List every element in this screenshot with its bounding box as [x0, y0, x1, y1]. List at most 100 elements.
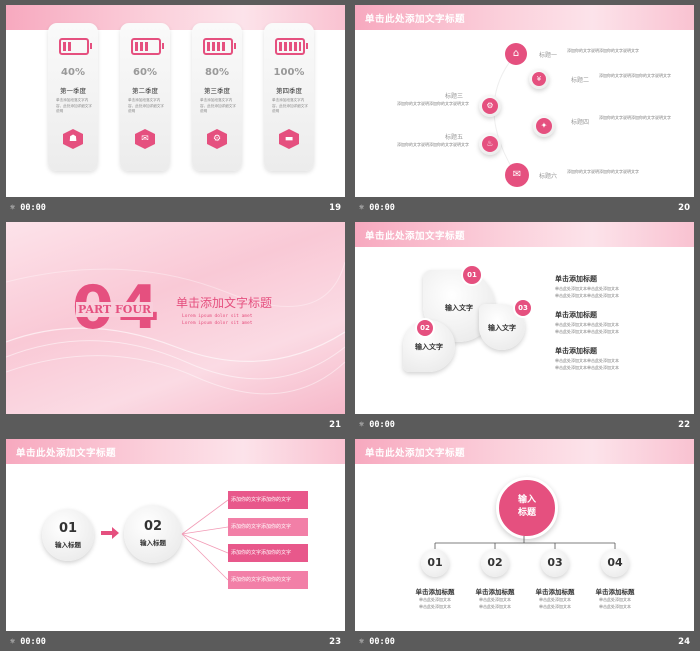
- slide-footer: ☼ 00:00 23: [6, 632, 345, 651]
- node-line: 单击此处添加文本: [479, 604, 511, 609]
- slide-time: ☼ 00:00: [359, 637, 395, 647]
- card-description: 单击添加段落文字内容，此处添加详细文字说明: [56, 98, 92, 113]
- battery-icon: [275, 38, 308, 55]
- slide-time: ☼ 00:00: [10, 637, 46, 647]
- item-text-4: 添加你的文字说明添加你的文字说明文字: [599, 115, 671, 120]
- step-circle-2: 02 输入标题: [124, 505, 182, 563]
- slide-footer: ☼ 00:00 19: [6, 198, 345, 217]
- node-title: 单击添加标题: [415, 588, 455, 596]
- slide-23-cell[interactable]: 单击此处添加文字标题 01 输入标题 02 输入标题 添加你的文字添加你的文字 …: [6, 439, 345, 651]
- percent-label: 40%: [61, 67, 85, 78]
- header-title: 单击此处添加文字标题: [365, 231, 466, 242]
- node-04: 04: [601, 549, 629, 577]
- percent-label: 80%: [205, 67, 229, 78]
- node-title: 单击添加标题: [535, 588, 575, 596]
- lorem-line-2: Lorem ipsum dolor sit amet: [182, 321, 253, 326]
- step-circle-1: 01 输入标题: [42, 509, 94, 561]
- card-description: 单击添加段落文字内容，此处添加详细文字说明: [272, 98, 308, 113]
- lightbulb-icon: ✦: [536, 118, 552, 134]
- quarter-label: 第四季度: [276, 87, 302, 95]
- text-bar-3: 添加你的文字添加你的文字: [228, 544, 308, 562]
- section-line: 单击此处添加文本单击此处添加文本: [555, 358, 619, 363]
- header-title: 单击此处添加文字标题: [16, 448, 117, 459]
- item-title-6: 标题六: [539, 173, 558, 180]
- node-5: ♨: [479, 133, 501, 155]
- item-text-1: 添加你的文字说明添加你的文字说明文字: [567, 48, 639, 53]
- step-label: 输入标题: [140, 539, 166, 547]
- node-4: ✦: [533, 115, 555, 137]
- slide-24[interactable]: 单击此处添加文字标题 输入 标题 01 02 03 04 单击添加标题 单击此处…: [355, 439, 694, 631]
- badge-01: 01: [461, 264, 483, 286]
- node-title: 单击添加标题: [595, 588, 635, 596]
- item-title-4: 标题四: [571, 119, 590, 126]
- node-line: 单击此处添加文本: [539, 604, 571, 609]
- slide-20-cell[interactable]: 单击此处添加文字标题 ⌂ ¥ ⚙ ✦ ♨ ✉ 标题一 添加你的文字说明添加你的文…: [355, 5, 694, 217]
- card-description: 单击添加段落文字内容，此处添加详细文字说明: [128, 98, 164, 113]
- battery-card-4: 100% 第四季度 单击添加段落文字内容，此处添加详细文字说明 ▬: [264, 23, 314, 171]
- box-label: 输入文字: [445, 304, 473, 312]
- section-title-2: 单击添加标题: [555, 311, 597, 319]
- slide-footer: 21: [6, 415, 345, 434]
- slide-number: 22: [678, 420, 690, 430]
- battery-icon: [59, 38, 92, 55]
- step-number: 01: [58, 521, 78, 536]
- slide-number: 19: [329, 203, 341, 213]
- quarter-label: 第一季度: [60, 87, 86, 95]
- node-line: 单击此处添加文本: [419, 597, 451, 602]
- header-title: 单击此处添加文字标题: [365, 14, 466, 25]
- cup-icon: ♨: [482, 136, 498, 152]
- section-title: 单击添加文字标题: [176, 296, 273, 310]
- section-title-1: 单击添加标题: [555, 275, 597, 283]
- top-node: 输入 标题: [496, 477, 558, 539]
- slide-19-cell[interactable]: 40% 第一季度 单击添加段落文字内容，此处添加详细文字说明 ☗ 60% 第二季…: [6, 5, 345, 217]
- top-node-label: 输入 标题: [517, 495, 536, 518]
- item-text-6: 添加你的文字说明添加你的文字说明文字: [567, 169, 639, 174]
- node-title: 单击添加标题: [475, 588, 515, 596]
- slide-footer: ☼ 00:00 24: [355, 632, 694, 651]
- node-01: 01: [421, 549, 449, 577]
- slide-20[interactable]: 单击此处添加文字标题 ⌂ ¥ ⚙ ✦ ♨ ✉ 标题一 添加你的文字说明添加你的文…: [355, 5, 694, 197]
- slide-19[interactable]: 40% 第一季度 单击添加段落文字内容，此处添加详细文字说明 ☗ 60% 第二季…: [6, 5, 345, 197]
- item-text-3: 添加你的文字说明添加你的文字说明文字: [397, 101, 469, 106]
- text-bar-4: 添加你的文字添加你的文字: [228, 571, 308, 589]
- node-03: 03: [541, 549, 569, 577]
- wave-decoration: [6, 261, 345, 395]
- slide-24-cell[interactable]: 单击此处添加文字标题 输入 标题 01 02 03 04 单击添加标题 单击此处…: [355, 439, 694, 651]
- slide-21[interactable]: 04 PART FOUR 单击添加文字标题 Lorem ipsum dolor …: [6, 222, 345, 414]
- battery-card-1: 40% 第一季度 单击添加段落文字内容，此处添加详细文字说明 ☗: [48, 23, 98, 171]
- item-text-2: 添加你的文字说明添加你的文字说明文字: [599, 73, 671, 78]
- slide-22-cell[interactable]: 单击此处添加文字标题 输入文字 01 输入文字 02 输入文字 03 单击添加标…: [355, 222, 694, 434]
- node-line: 单击此处添加文本: [539, 597, 571, 602]
- slide-time: ☼ 00:00: [10, 203, 46, 213]
- slide-23[interactable]: 单击此处添加文字标题 01 输入标题 02 输入标题 添加你的文字添加你的文字 …: [6, 439, 345, 631]
- section-line: 单击此处添加文本单击此处添加文本: [555, 329, 619, 334]
- header-bar: 单击此处添加文字标题: [355, 439, 694, 464]
- battery-icon: [131, 38, 164, 55]
- box-label: 输入文字: [488, 324, 516, 332]
- step-number: 02: [143, 519, 163, 534]
- header-title: 单击此处添加文字标题: [365, 448, 466, 459]
- people-icon: ☗: [63, 129, 83, 149]
- node-3: ⚙: [479, 95, 501, 117]
- item-title-3: 标题三: [445, 93, 464, 100]
- slide-21-cell[interactable]: 04 PART FOUR 单击添加文字标题 Lorem ipsum dolor …: [6, 222, 345, 434]
- percent-label: 60%: [133, 67, 157, 78]
- badge-02: 02: [415, 318, 435, 338]
- lorem-line-1: Lorem ipsum dolor sit amet: [182, 314, 253, 319]
- slide-footer: ☼ 00:00 20: [355, 198, 694, 217]
- folder-icon: ▬: [279, 129, 299, 149]
- battery-icon: [203, 38, 236, 55]
- text-bar-1: 添加你的文字添加你的文字: [228, 491, 308, 509]
- gear-icon: ⚙: [482, 98, 498, 114]
- battery-card-3: 80% 第三季度 单击添加段落文字内容，此处添加详细文字说明 ⚙: [192, 23, 242, 171]
- item-text-5: 添加你的文字说明添加你的文字说明文字: [397, 142, 469, 147]
- slide-22[interactable]: 单击此处添加文字标题 输入文字 01 输入文字 02 输入文字 03 单击添加标…: [355, 222, 694, 414]
- section-line: 单击此处添加文本单击此处添加文本: [555, 286, 619, 291]
- slide-number: 23: [329, 637, 341, 647]
- slide-time: ☼ 00:00: [359, 203, 395, 213]
- step-label: 输入标题: [55, 541, 81, 549]
- item-title-1: 标题一: [539, 52, 558, 59]
- settings-icon: ⚙: [207, 129, 227, 149]
- arrow-head-icon: [112, 527, 119, 539]
- slide-time: ☼ 00:00: [359, 420, 395, 430]
